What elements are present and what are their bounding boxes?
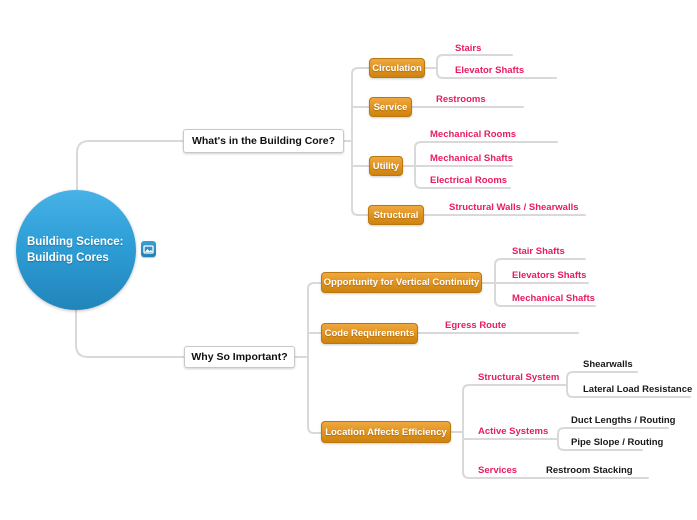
leaf-structural-system[interactable]: Structural System <box>478 372 560 383</box>
topic-label: Opportunity for Vertical Continuity <box>323 277 480 288</box>
leaf-mechanical-shafts[interactable]: Mechanical Shafts <box>430 153 513 164</box>
leaf-shearwalls[interactable]: Shearwalls <box>583 359 633 370</box>
leaf-structural-walls-shearwalls[interactable]: Structural Walls / Shearwalls <box>449 202 579 213</box>
leaf-duct-lengths-routing[interactable]: Duct Lengths / Routing <box>571 415 676 426</box>
leaf-mechanical-shafts-2[interactable]: Mechanical Shafts <box>512 293 595 304</box>
branch-label: Why So Important? <box>191 351 288 363</box>
leaf-electrical-rooms[interactable]: Electrical Rooms <box>430 175 508 186</box>
leaf-stair-shafts[interactable]: Stair Shafts <box>512 246 565 257</box>
media-icon-glyph <box>143 244 154 254</box>
topic-circulation[interactable]: Circulation <box>369 58 425 78</box>
leaf-services[interactable]: Services <box>478 465 518 476</box>
topic-code-requirements[interactable]: Code Requirements <box>321 323 418 344</box>
root-label-line1: Building Science: <box>27 236 124 248</box>
topic-utility[interactable]: Utility <box>369 156 403 176</box>
root-node[interactable]: Building Science: Building Cores <box>16 190 136 310</box>
topic-label: Utility <box>372 160 400 172</box>
topic-label: Code Requirements <box>324 328 415 339</box>
leaf-restroom-stacking[interactable]: Restroom Stacking <box>546 465 633 476</box>
leaf-pipe-slope-routing[interactable]: Pipe Slope / Routing <box>571 437 664 448</box>
leaf-elevators-shafts[interactable]: Elevators Shafts <box>512 270 587 281</box>
leaf-egress-route[interactable]: Egress Route <box>445 320 507 331</box>
leaf-active-systems[interactable]: Active Systems <box>478 426 549 437</box>
leaf-mechanical-rooms[interactable]: Mechanical Rooms <box>430 129 517 140</box>
branch-label: What's in the Building Core? <box>191 135 336 147</box>
topic-structural[interactable]: Structural <box>368 205 424 225</box>
topic-location-affects-efficiency[interactable]: Location Affects Efficiency <box>321 421 451 443</box>
leaf-lateral-load-resistance[interactable]: Lateral Load Resistance <box>583 384 693 395</box>
topic-label: Structural <box>373 209 419 221</box>
leaf-elevator-shafts[interactable]: Elevator Shafts <box>455 65 525 76</box>
leaf-restrooms[interactable]: Restrooms <box>436 94 486 105</box>
branch-whats-in-building-core[interactable]: What's in the Building Core? <box>183 129 344 153</box>
branch-why-so-important[interactable]: Why So Important? <box>184 346 295 368</box>
leaf-stairs[interactable]: Stairs <box>455 43 482 54</box>
topic-label: Service <box>373 101 408 113</box>
root-label-line2: Building Cores <box>27 252 109 264</box>
topic-service[interactable]: Service <box>369 97 412 117</box>
topic-label: Location Affects Efficiency <box>325 426 447 438</box>
topic-opportunity-vertical-continuity[interactable]: Opportunity for Vertical Continuity <box>321 272 482 293</box>
topic-label: Circulation <box>372 62 422 74</box>
media-icon[interactable] <box>141 241 156 257</box>
